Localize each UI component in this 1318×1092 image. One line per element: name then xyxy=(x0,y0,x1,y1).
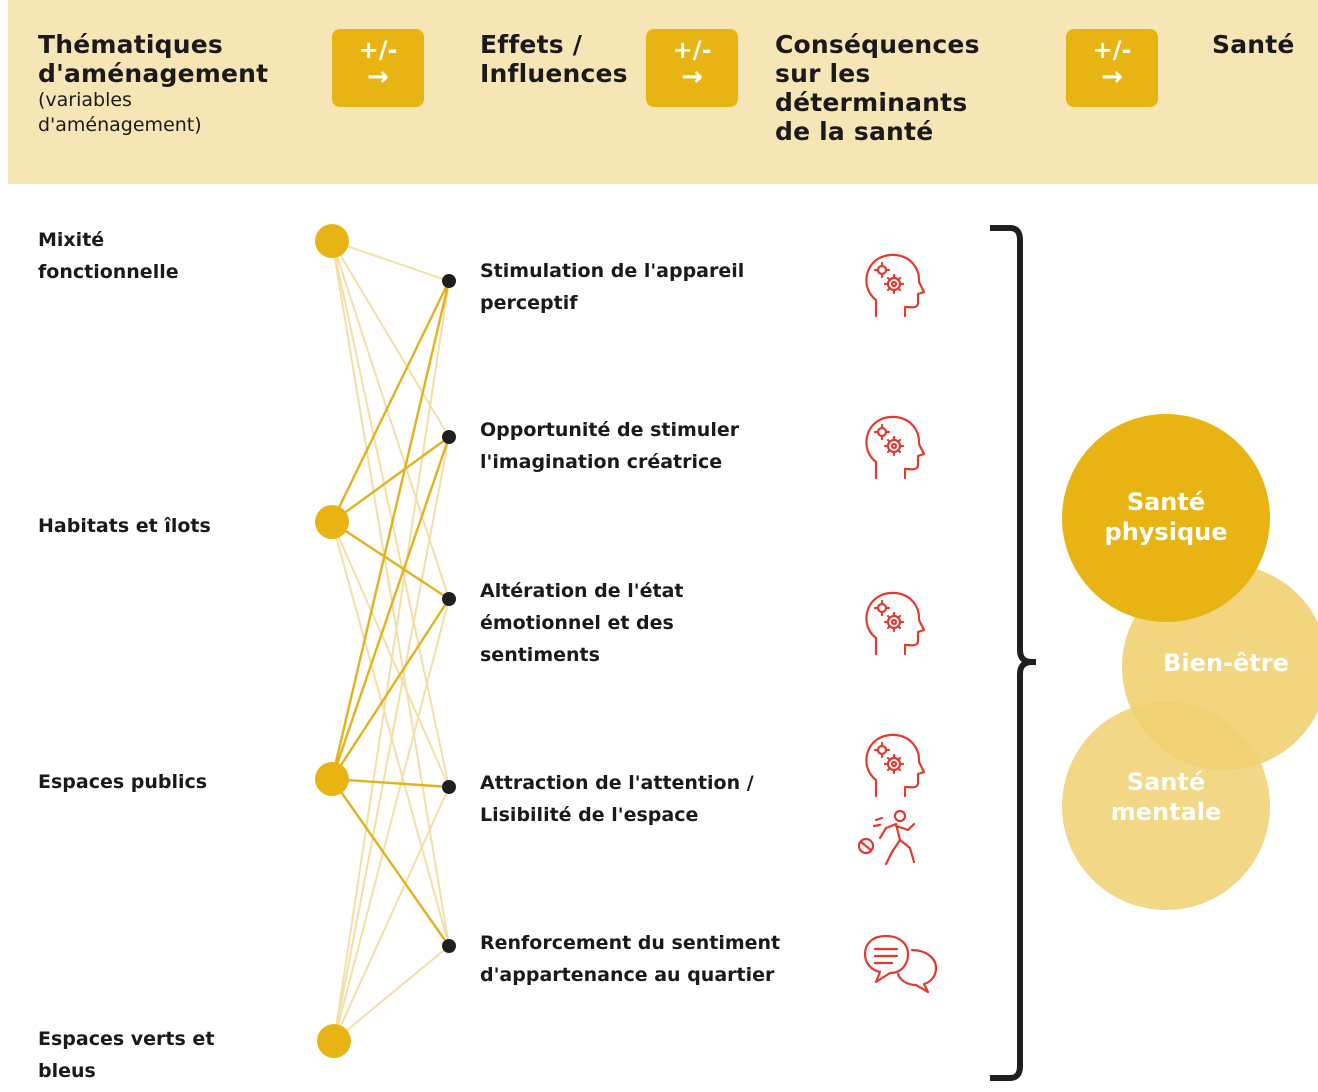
theme-label-espaces-verts: Espaces verts et bleus xyxy=(38,1028,215,1082)
theme-node xyxy=(315,762,349,796)
link-strong xyxy=(331,778,450,947)
head-gears-icon xyxy=(865,591,926,656)
speech-bubbles-icon xyxy=(863,934,938,994)
theme-node xyxy=(315,505,349,539)
arrow-right-icon: → xyxy=(1101,62,1123,92)
link-weak xyxy=(331,240,450,788)
label-sante-physique: Santé physique xyxy=(1104,488,1228,546)
head-gears-icon xyxy=(865,733,926,798)
arrow-right-icon: → xyxy=(367,62,389,92)
header-col2-title: Effets / Influences xyxy=(480,30,628,88)
link-weak xyxy=(333,598,450,1042)
header-col3-title: Conséquences sur les déterminants de la … xyxy=(775,30,980,146)
header-col1-subtitle: (variables d'aménagement) xyxy=(38,89,202,136)
head-gears-icon xyxy=(865,415,926,480)
header-col-thematiques: Thématiques d'aménagement (variables d'a… xyxy=(38,30,298,138)
link-weak xyxy=(331,240,450,438)
theme-node xyxy=(317,1024,351,1058)
link-strong xyxy=(330,436,451,780)
running-person-icon xyxy=(857,809,916,866)
arrow-sign: +/- xyxy=(672,36,712,64)
theme-label-espaces-publics: Espaces publics xyxy=(38,771,208,793)
theme-label-habitats: Habitats et îlots xyxy=(38,515,211,537)
effect-node xyxy=(442,430,456,444)
label-sante-mentale: Santé mentale xyxy=(1110,768,1222,826)
link-strong xyxy=(331,777,450,789)
link-weak xyxy=(331,240,450,600)
effect-node xyxy=(442,780,456,794)
effect-node xyxy=(442,274,456,288)
link-strong xyxy=(330,280,451,780)
link-weak xyxy=(333,945,450,1042)
theme-node xyxy=(315,224,349,258)
link-strong xyxy=(331,520,450,601)
header-col1-title: Thématiques d'aménagement xyxy=(38,30,269,88)
link-strong xyxy=(331,436,450,523)
arrow-sign: +/- xyxy=(1092,36,1132,64)
label-bien-etre: Bien-être xyxy=(1163,649,1289,677)
effect-label-alteration: Altération de l'état émotionnel et des s… xyxy=(480,580,684,666)
arrow-right-icon: → xyxy=(681,62,703,92)
arrow-box-3: +/- → xyxy=(1066,29,1158,107)
effect-node xyxy=(442,592,456,606)
link-weak xyxy=(333,436,450,1042)
arrow-box-2: +/- → xyxy=(646,29,738,107)
link-strong xyxy=(330,280,451,523)
effect-label-attention: Attraction de l'attention / Lisibilité d… xyxy=(480,772,754,826)
arrow-box-1: +/- → xyxy=(332,29,424,107)
effect-label-appartenance: Renforcement du sentiment d'appartenance… xyxy=(480,932,781,986)
circle-sante-mentale xyxy=(1062,702,1270,910)
link-weak xyxy=(331,521,450,788)
theme-label-mixite: Mixité fonctionnelle xyxy=(38,229,179,283)
link-weak xyxy=(331,521,450,947)
link-weak xyxy=(333,786,450,1042)
header-col4-title: Santé xyxy=(1212,30,1295,59)
bracket xyxy=(990,225,1036,1081)
link-weak xyxy=(333,280,450,1042)
effect-label-stimulation: Stimulation de l'appareil perceptif xyxy=(480,260,745,314)
link-weak xyxy=(331,240,450,282)
head-gears-icon xyxy=(865,253,926,318)
circle-sante-physique xyxy=(1062,414,1270,622)
effect-node xyxy=(442,939,456,953)
arrow-sign: +/- xyxy=(358,36,398,64)
link-strong xyxy=(330,598,451,780)
effect-label-imagination: Opportunité de stimuler l'imagination cr… xyxy=(480,419,740,473)
link-weak xyxy=(331,240,450,947)
